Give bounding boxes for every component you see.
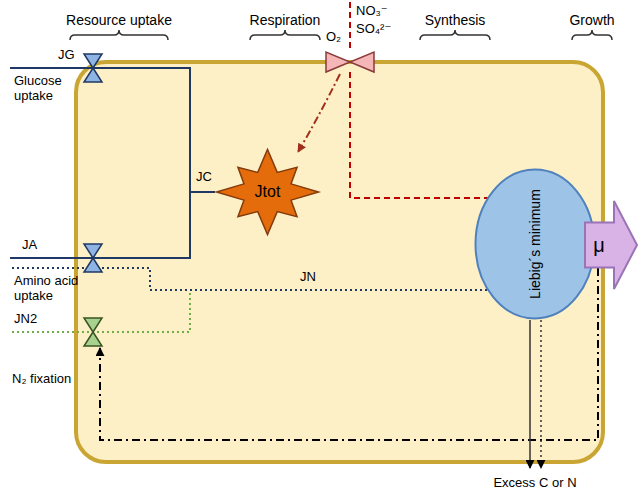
carbon-uptake-line xyxy=(10,68,190,258)
excess-line xyxy=(529,320,531,468)
growth-arrow: μ xyxy=(584,200,638,290)
star-outline xyxy=(217,150,319,235)
flux-symbol: JC xyxy=(196,170,212,185)
valve-symbol xyxy=(84,244,102,272)
arrow-outline xyxy=(585,201,637,289)
node-text: μ xyxy=(593,234,605,257)
oxidant-label: NO₃⁻ xyxy=(356,4,388,19)
valve-symbol xyxy=(84,54,102,82)
oxidant-label: SO₄²⁻ xyxy=(356,22,391,37)
brace xyxy=(250,30,320,40)
growth-arrow-shape xyxy=(584,200,638,290)
excess-line xyxy=(540,320,542,468)
flux-symbol: JN2 xyxy=(14,312,37,327)
node-text: Jtot xyxy=(255,183,281,201)
uptake-label: N₂ fixation xyxy=(12,372,71,387)
flux-symbol: JN xyxy=(300,270,316,285)
carbon-flux-line xyxy=(190,191,215,193)
oxidant-label: O₂ xyxy=(326,30,341,45)
stage-heading: Growth xyxy=(569,12,614,28)
ellipse-outline xyxy=(476,170,595,319)
stage-heading: Synthesis xyxy=(425,12,486,28)
uptake-label: Glucose uptake xyxy=(14,74,76,104)
stage-heading: Resource uptake xyxy=(66,12,172,28)
valve-symbol xyxy=(84,318,102,346)
cell-membrane xyxy=(76,62,603,462)
brace xyxy=(572,30,612,40)
stage-heading: Respiration xyxy=(250,12,321,28)
oxidant-line xyxy=(350,72,503,198)
oxygen-respiration-line xyxy=(298,74,340,152)
uptake-label: Amino acid uptake xyxy=(14,274,94,304)
brace xyxy=(420,30,490,40)
liebig-ellipse: Liebig´s minimum xyxy=(474,168,596,320)
flux-symbol: JA xyxy=(22,238,37,253)
flux-symbol: JG xyxy=(58,48,75,63)
excess-label: Excess C or N xyxy=(493,476,576,491)
oxidant-line xyxy=(349,2,351,52)
valve-symbol xyxy=(326,52,374,72)
node-text: Liebig´s minimum xyxy=(527,189,543,299)
brace xyxy=(70,30,168,40)
respiration-star: Jtot xyxy=(215,148,320,236)
